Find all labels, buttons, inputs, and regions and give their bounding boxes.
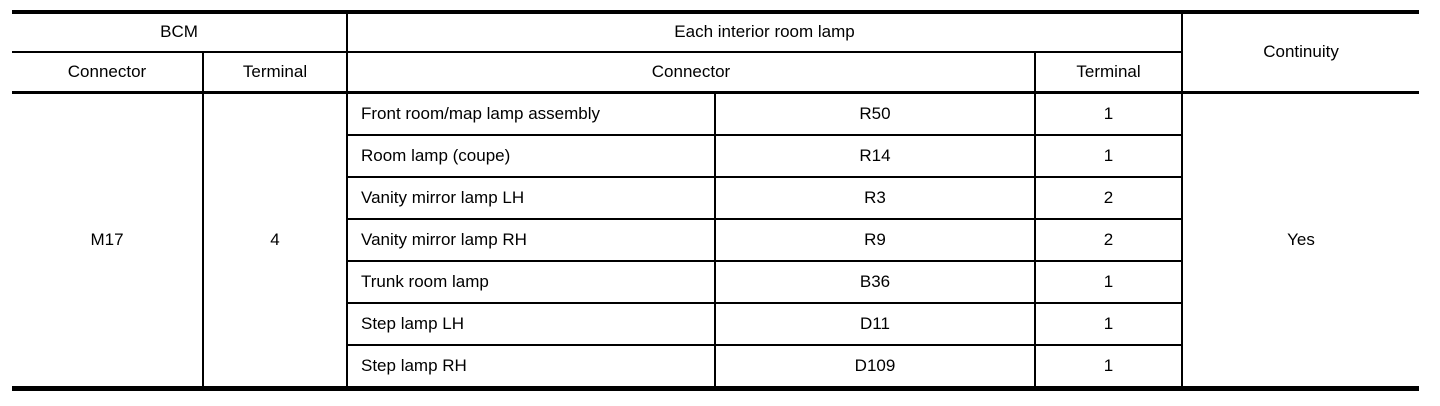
lamp-name-cell: Step lamp LH <box>346 302 716 346</box>
continuity-value: Yes <box>1181 91 1420 390</box>
table-row: Trunk room lamp B36 1 <box>12 260 1419 304</box>
table-row: Vanity mirror lamp RH R9 2 <box>12 218 1419 262</box>
lamp-name-cell: Trunk room lamp <box>346 260 716 304</box>
lamp-connector-cell: D11 <box>714 302 1036 346</box>
header-bcm-connector: Connector <box>12 51 204 94</box>
lamp-connector-cell: R3 <box>714 176 1036 220</box>
lamp-terminal-cell: 1 <box>1033 344 1184 390</box>
lamp-connector-cell: R50 <box>714 91 1036 136</box>
header-bcm: BCM <box>12 11 348 53</box>
bcm-terminal-value: 4 <box>202 91 348 390</box>
header-bcm-terminal: Terminal <box>202 51 348 94</box>
table-row: M17 4 Front room/map lamp assembly R50 1… <box>12 91 1420 390</box>
header-continuity: Continuity <box>1181 11 1420 94</box>
table-row: Step lamp LH D11 1 <box>12 302 1419 346</box>
header-each-interior-room-lamp: Each interior room lamp <box>345 11 1184 53</box>
lamp-connector-cell: R9 <box>714 218 1036 262</box>
header-lamp-connector: Connector <box>346 51 1036 94</box>
lamp-connector-cell: D109 <box>714 344 1036 390</box>
lamp-terminal-cell: 2 <box>1033 218 1184 262</box>
lamp-name-cell: Step lamp RH <box>346 344 716 390</box>
lamp-terminal-cell: 2 <box>1033 176 1184 220</box>
lamp-name-cell: Vanity mirror lamp RH <box>346 218 716 262</box>
lamp-terminal-cell: 1 <box>1033 302 1184 346</box>
lamp-connector-cell: B36 <box>714 260 1036 304</box>
table-row: Vanity mirror lamp LH R3 2 <box>12 176 1419 220</box>
header-lamp-terminal: Terminal <box>1033 51 1184 94</box>
lamp-terminal-cell: 1 <box>1033 134 1184 178</box>
page-body: BCM Each interior room lamp Continuity C… <box>12 10 1420 391</box>
lamp-terminal-cell: 1 <box>1033 91 1184 136</box>
table-row: Step lamp RH D109 1 <box>12 344 1419 390</box>
lamp-terminal-cell: 1 <box>1033 260 1184 304</box>
bcm-connector-value: M17 <box>12 91 204 390</box>
lamp-name-cell: Vanity mirror lamp LH <box>346 176 716 220</box>
lamp-name-cell: Front room/map lamp assembly <box>346 91 716 136</box>
lamp-connector-cell: R14 <box>714 134 1036 178</box>
lamp-name-cell: Room lamp (coupe) <box>346 134 716 178</box>
continuity-check-table: BCM Each interior room lamp Continuity C… <box>12 10 1420 391</box>
table-row: Room lamp (coupe) R14 1 <box>12 134 1419 178</box>
